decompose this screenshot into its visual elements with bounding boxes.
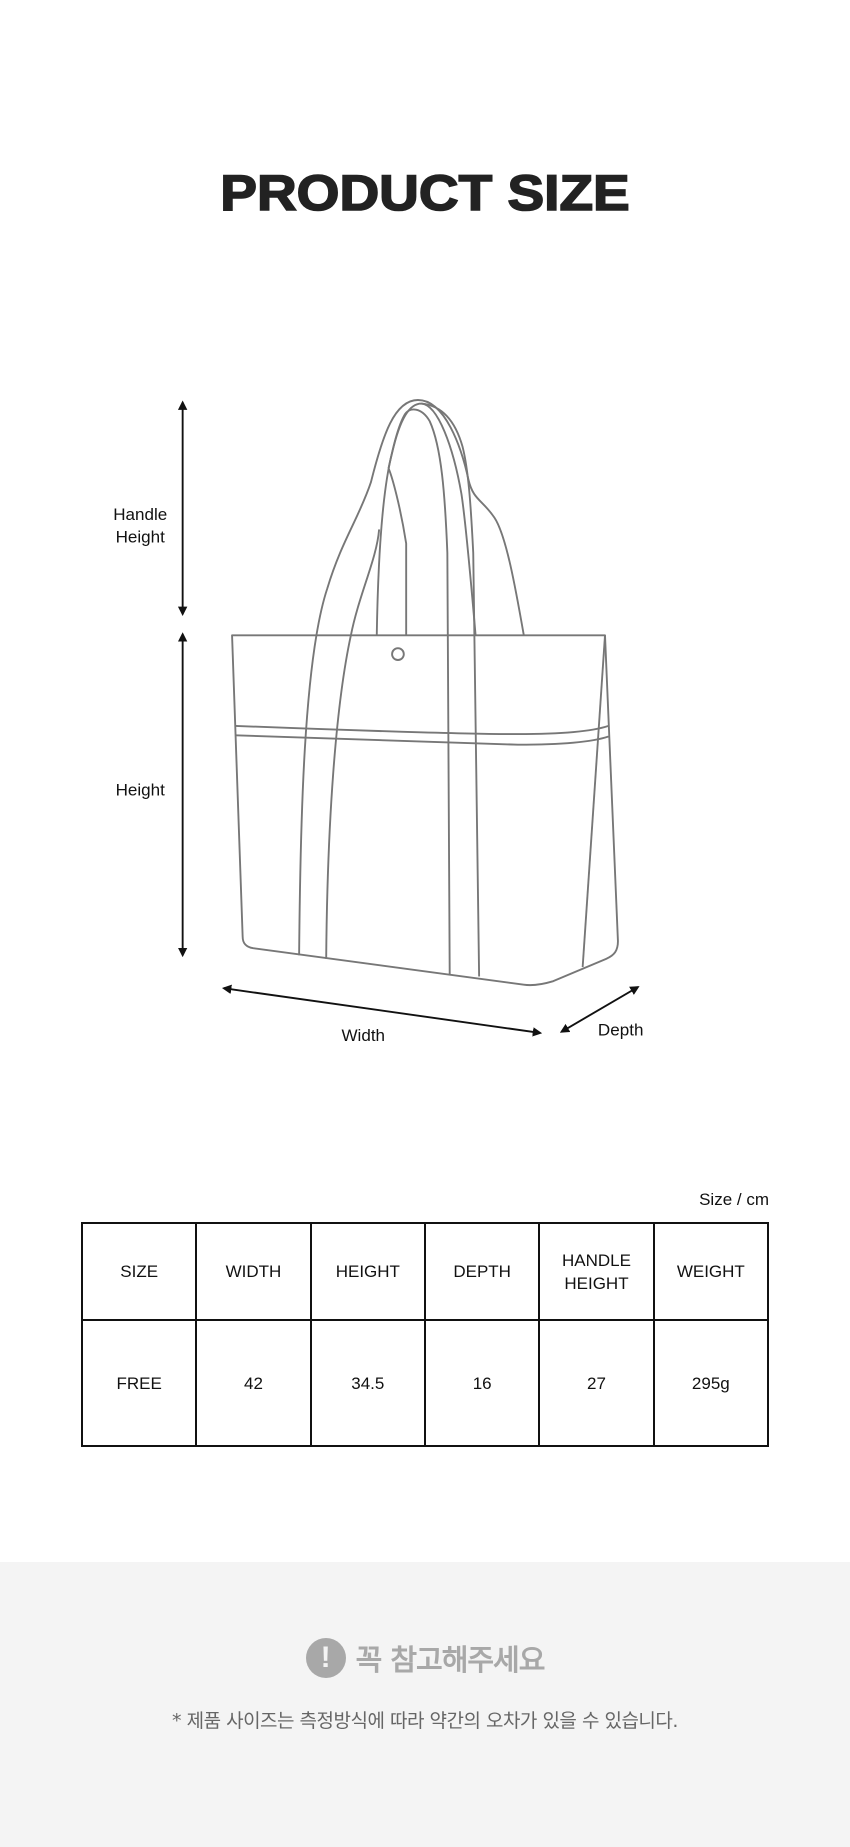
header-depth: DEPTH — [423, 1222, 541, 1321]
width-arrow — [221, 984, 543, 1037]
cell-height: 34.5 — [309, 1319, 426, 1447]
page-title: PRODUCT SIZE — [219, 165, 630, 221]
header-handle-height: HANDLE HEIGHT — [538, 1222, 655, 1321]
dimension-arrows — [177, 400, 640, 1037]
depth-label: Depth — [598, 1020, 644, 1039]
width-label: Width — [341, 1026, 385, 1045]
notice-section: ! 꼭 참고해주세요 * 제품 사이즈는 측정방식에 따라 약간의 오차가 있을… — [0, 1562, 850, 1847]
cell-depth: 16 — [423, 1319, 541, 1447]
handle-height-label-line1: Handle — [113, 505, 167, 524]
size-unit-label: Size / cm — [699, 1190, 769, 1209]
notice-text: * 제품 사이즈는 측정방식에 따라 약간의 오차가 있을 수 있습니다. — [172, 1710, 678, 1732]
size-table: SIZE WIDTH HEIGHT DEPTH HANDLE HEIGHT WEI… — [80, 1222, 770, 1447]
depth-arrow — [559, 986, 640, 1033]
notice-title: 꼭 참고해주세요 — [355, 1643, 546, 1677]
handle-height-label-line2: Height — [116, 527, 166, 546]
table-header-row: SIZE WIDTH HEIGHT DEPTH HANDLE HEIGHT WEI… — [80, 1222, 770, 1321]
height-label: Height — [116, 780, 166, 799]
header-weight: WEIGHT — [652, 1222, 770, 1321]
table-row: FREE 42 34.5 16 27 295g — [80, 1319, 770, 1447]
header-height: HEIGHT — [309, 1222, 426, 1321]
notice-header: ! 꼭 참고해주세요 — [0, 1637, 850, 1679]
cell-handle-height: 27 — [538, 1319, 655, 1447]
header-width: WIDTH — [195, 1222, 312, 1321]
tote-bag-outline — [231, 399, 619, 987]
cell-weight: 295g — [652, 1319, 770, 1447]
exclamation-icon: ! — [305, 1638, 346, 1678]
bag-size-diagram: Handle Height Height Width Depth — [113, 399, 644, 1045]
header-handle-height-line2: HEIGHT — [564, 1273, 629, 1293]
cell-size: FREE — [80, 1319, 198, 1447]
header-size: SIZE — [80, 1222, 198, 1321]
header-handle-height-line1: HANDLE — [561, 1250, 631, 1270]
cell-width: 42 — [195, 1319, 312, 1447]
